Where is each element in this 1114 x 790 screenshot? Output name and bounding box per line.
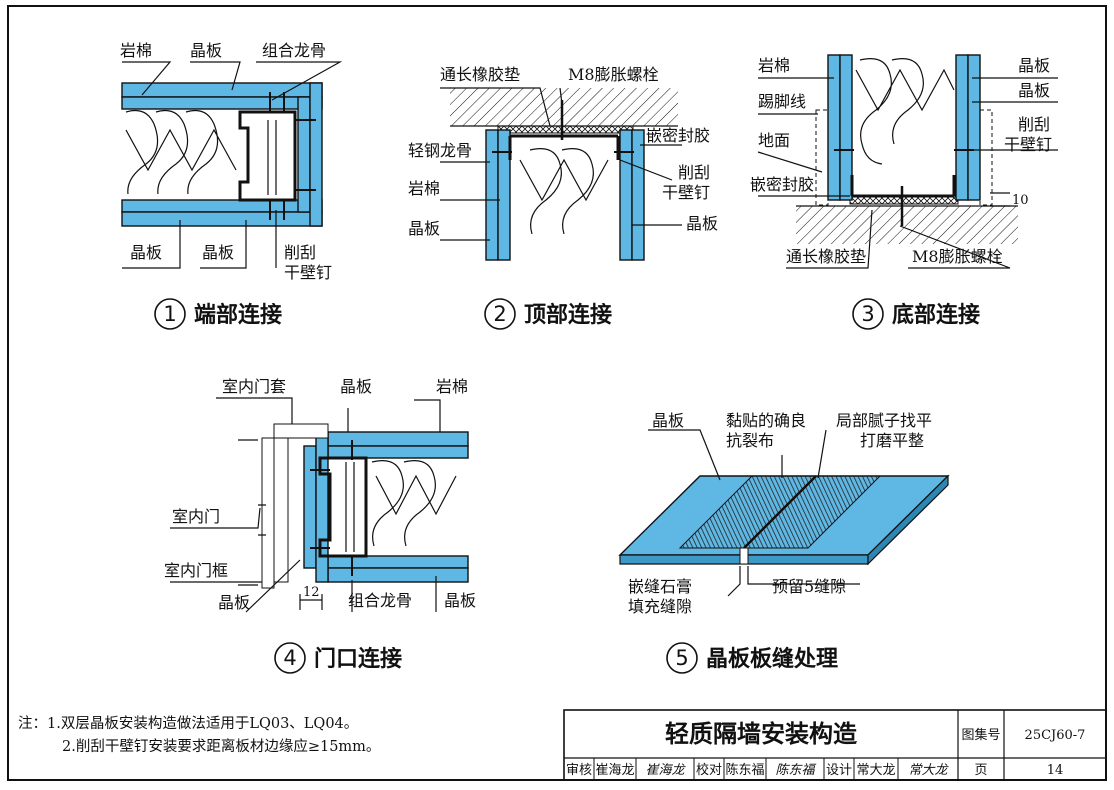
d4-door-label: 室内门 (172, 507, 220, 526)
d3-skirting-label: 踢脚线 (758, 92, 806, 111)
review-label: 审核 (566, 763, 592, 778)
check-label: 校对 (696, 762, 722, 778)
d1-screw-label-1: 削刮 (284, 243, 316, 262)
d4-rock-wool-label: 岩棉 (436, 377, 468, 396)
d3-board-1-label: 晶板 (1018, 56, 1050, 75)
designer-name: 常大龙 (856, 763, 895, 778)
d2-title: 顶部连接 (524, 302, 612, 328)
atlas-label: 图集号 (961, 727, 1000, 743)
sheet-border (7, 5, 1107, 781)
d5-title: 晶板板缝处理 (706, 646, 838, 672)
detail-1-end-connection: 岩棉 晶板 组合龙骨 晶板 晶板 削刮 干壁钉 1 端部连接 (120, 41, 343, 330)
d3-title: 底部连接 (892, 302, 980, 328)
d4-dimension: 12 (303, 585, 320, 600)
d2-number: 2 (493, 302, 506, 326)
d5-putty-label-2: 打磨平整 (860, 431, 924, 450)
d4-number: 4 (283, 646, 296, 670)
detail-2-top-connection: 通长橡胶垫 M8膨胀螺栓 轻钢龙骨 岩棉 晶板 嵌密封胶 削刮 干壁钉 晶板 2… (408, 65, 718, 330)
d3-sealant-label: 嵌密封胶 (750, 175, 814, 194)
checker-name: 陈东福 (725, 762, 764, 778)
d1-number: 1 (163, 302, 176, 326)
atlas-number: 25CJ60-7 (1025, 728, 1086, 743)
d3-board-2-label: 晶板 (1018, 81, 1050, 100)
d3-number: 3 (861, 302, 874, 326)
d5-board-label: 晶板 (652, 411, 684, 430)
d1-board-b2-label: 晶板 (202, 243, 234, 262)
d4-keel-label: 组合龙骨 (348, 591, 412, 610)
d5-putty-label-1: 局部腻子找平 (836, 411, 932, 430)
d2-screw-label-1: 削刮 (678, 163, 710, 182)
d4-door-trim-label: 室内门套 (222, 377, 286, 396)
page-label: 页 (974, 763, 987, 778)
d1-board-b1-label: 晶板 (130, 243, 162, 262)
d5-number: 5 (675, 646, 688, 670)
d5-mesh-label-2: 抗裂布 (726, 431, 774, 450)
d1-rock-wool-label: 岩棉 (120, 41, 152, 60)
title-block-title: 轻质隔墙安装构造 (665, 720, 857, 748)
designer-signature: 常大龙 (908, 763, 949, 778)
detail-4-door-connection: 室内门套 晶板 岩棉 室内门 室内门框 晶板 12 组合龙骨 晶板 4 门口连接 (164, 377, 476, 674)
detail-3-bottom-connection: 岩棉 踢脚线 地面 嵌密封胶 晶板 晶板 削刮 干壁钉 通长橡胶垫 M8膨胀螺栓… (750, 54, 1058, 330)
note-2: 2.削刮干壁钉安装要求距离板材边缘应≥15mm。 (62, 737, 380, 755)
d5-joint-label-1: 嵌缝石膏 (628, 577, 692, 596)
detail-5-joint-treatment: 晶板 黏贴的确良 抗裂布 局部腻子找平 打磨平整 嵌缝石膏 填充缝隙 预留5缝隙… (618, 411, 950, 674)
title-block: 轻质隔墙安装构造 图集号 25CJ60-7 页 14 审核 崔海龙 崔海龙 校对… (563, 709, 1107, 781)
d2-bolt-label: M8膨胀螺栓 (568, 65, 659, 84)
d5-joint-label-2: 填充缝隙 (628, 597, 692, 616)
d1-screw-label-2: 干壁钉 (284, 263, 332, 282)
checker-signature: 陈东福 (775, 762, 816, 778)
note-1: 注：1.双层晶板安装构造做法适用于LQ03、LQ04。 (18, 714, 358, 732)
d5-mesh-label-1: 黏贴的确良 (726, 411, 806, 430)
d2-rock-wool-label: 岩棉 (408, 179, 440, 198)
d4-board-top-label: 晶板 (340, 377, 372, 396)
d3-gasket-label: 通长橡胶垫 (786, 247, 866, 266)
d3-screw-label-2: 干壁钉 (1004, 135, 1052, 154)
d2-keel-label: 轻钢龙骨 (408, 141, 472, 160)
d3-dimension: 10 (1012, 193, 1029, 208)
d1-keel-label: 组合龙骨 (262, 41, 326, 60)
d2-board-right-label: 晶板 (686, 214, 718, 233)
d2-screw-label-2: 干壁钉 (662, 183, 710, 202)
d2-board-left-label: 晶板 (408, 219, 440, 238)
design-label: 设计 (826, 763, 852, 778)
d3-rock-wool-label: 岩棉 (758, 56, 790, 75)
d4-board-right-label: 晶板 (444, 591, 476, 610)
d3-floor-label: 地面 (758, 131, 790, 150)
d4-door-frame-label: 室内门框 (164, 561, 228, 580)
d2-sealant-label: 嵌密封胶 (646, 126, 710, 145)
d3-screw-label-1: 削刮 (1018, 115, 1050, 134)
reviewer-name: 崔海龙 (595, 762, 634, 778)
d4-board-left-label: 晶板 (218, 593, 250, 612)
d2-gasket-label: 通长橡胶垫 (440, 65, 520, 84)
page-number: 14 (1047, 763, 1064, 778)
reviewer-signature: 崔海龙 (645, 763, 686, 778)
d4-title: 门口连接 (314, 646, 402, 672)
d1-title: 端部连接 (194, 302, 282, 328)
d5-gap-label: 预留5缝隙 (772, 577, 846, 596)
d1-board-label: 晶板 (190, 41, 222, 60)
d3-bolt-label: M8膨胀螺栓 (912, 247, 1003, 266)
